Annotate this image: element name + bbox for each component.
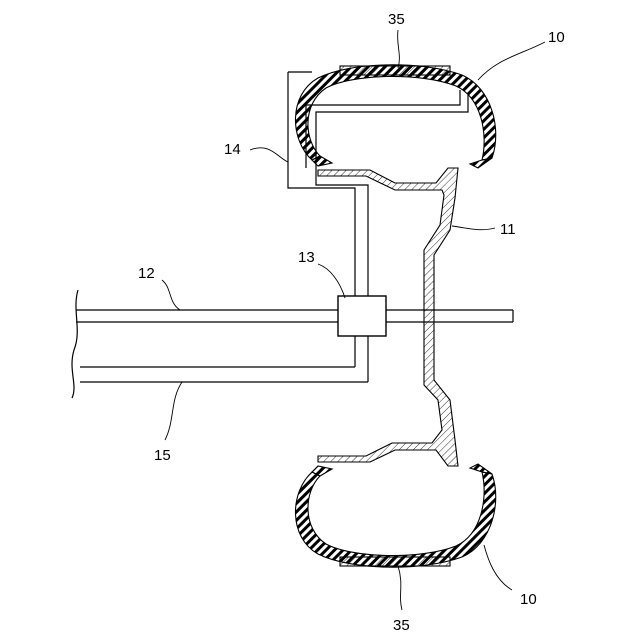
leader-10-top xyxy=(478,42,545,80)
label-13: 13 xyxy=(298,249,315,266)
leader-14 xyxy=(250,148,288,162)
label-11: 11 xyxy=(500,221,516,238)
label-10-bottom: 10 xyxy=(520,591,537,608)
upper-sensor xyxy=(340,66,450,75)
upper-bead-right xyxy=(470,158,492,168)
leader-10-bottom xyxy=(484,545,512,590)
upper-tire xyxy=(295,65,495,168)
break-line xyxy=(72,290,78,398)
joint-box xyxy=(338,296,386,336)
lower-sensor xyxy=(340,557,450,566)
leader-13 xyxy=(318,264,345,298)
label-14: 14 xyxy=(224,141,241,158)
leader-35-top xyxy=(398,30,400,68)
leader-11 xyxy=(452,226,495,230)
leader-12 xyxy=(162,280,180,310)
axle xyxy=(76,310,513,322)
label-35-bottom: 35 xyxy=(393,617,410,634)
lower-tube xyxy=(80,336,368,382)
label-15: 15 xyxy=(154,447,171,464)
lower-bead-right xyxy=(470,464,492,474)
label-35-top: 35 xyxy=(388,11,405,28)
leader-15 xyxy=(165,382,182,440)
leader-35-bottom xyxy=(398,566,402,610)
lower-tire xyxy=(295,464,495,567)
label-12: 12 xyxy=(138,265,155,282)
label-10-top: 10 xyxy=(548,29,565,46)
